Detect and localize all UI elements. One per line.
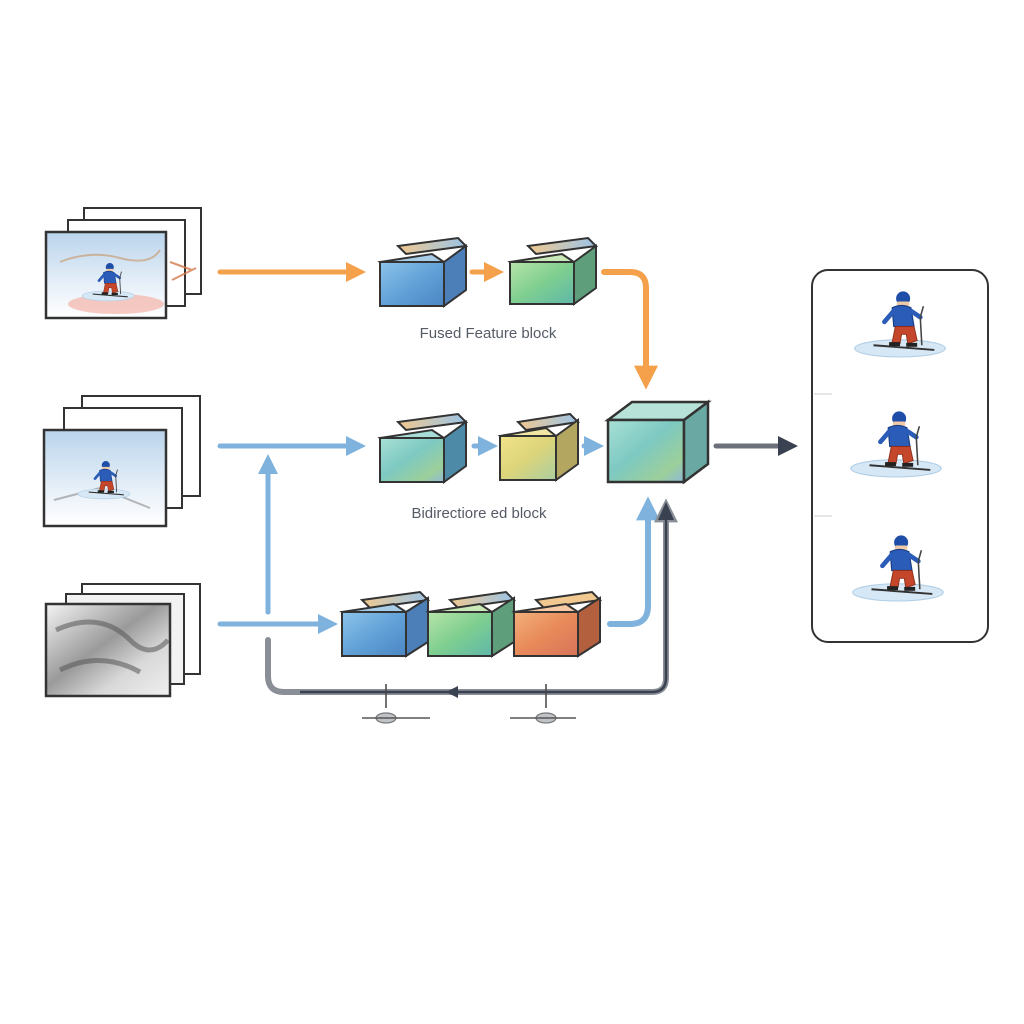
feedback-loop-arrowhead	[446, 686, 458, 698]
bidirectional-block	[377, 412, 581, 484]
feature-cube-green-bottom	[425, 590, 517, 658]
feedback-loop-inner	[300, 512, 668, 694]
fused-feature-label: Fused Feature block	[420, 325, 557, 342]
feature-cube-teal	[377, 412, 469, 484]
input-frame-stack-rgb	[44, 207, 202, 320]
feature-cube-blue	[377, 236, 469, 308]
bottom-feature-block	[339, 590, 603, 658]
flow-arrow-fused-to-main	[601, 269, 658, 390]
flow-arrow-bottom-to-main	[607, 496, 660, 627]
feature-cube-green	[507, 236, 599, 306]
input-frame-stack-grayscale	[44, 583, 201, 698]
input-frame-stack-rgb-2	[42, 395, 201, 528]
junction-node-icon	[362, 684, 430, 724]
feature-cube-yellow	[497, 412, 581, 482]
feature-cube-blue-bottom	[339, 590, 431, 658]
fused-feature-block	[377, 236, 599, 308]
output-panel	[811, 269, 989, 643]
bidirectional-label: Bidirectiore ed block	[411, 505, 547, 522]
junction-node-icon-2	[510, 684, 576, 724]
frame-stack-grayscale-icon	[54, 619, 170, 675]
main-fusion-cube	[604, 399, 712, 485]
feature-cube-orange-bottom	[511, 590, 603, 658]
feedback-loop-up-head	[658, 502, 674, 520]
